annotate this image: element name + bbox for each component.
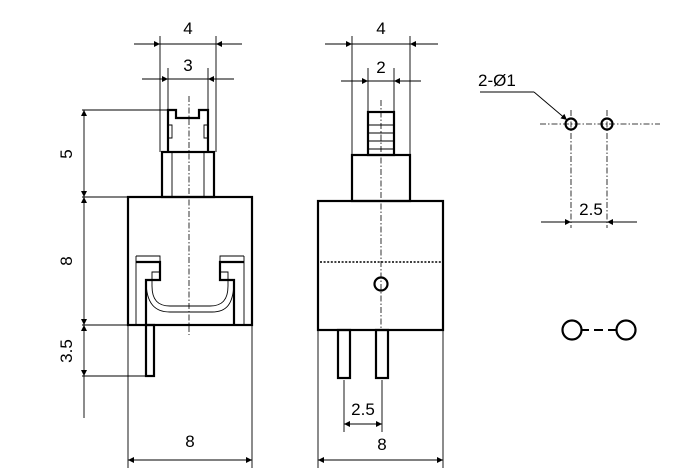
front-view: 4 2 2.5 8 [316,19,445,468]
switch-symbol-contact-left [561,319,583,341]
pcb-hole-callout: 2-Ø1 [478,71,516,90]
side-dim-width-top-outer: 4 [183,19,192,38]
side-dim-height-stem: 5 [57,149,76,158]
pcb-hole-right [600,117,614,131]
front-dim-width-top-outer: 4 [376,19,385,38]
pcb-hole-layout: 2-Ø1 2.5 [478,71,660,341]
side-dim-height-body: 8 [57,256,76,265]
front-dim-pin-pitch: 2.5 [351,400,375,419]
side-view: 4 3 5 8 3.5 8 [57,19,254,468]
pcb-dim-hole-pitch: 2.5 [579,200,603,219]
side-dim-width-top-inner: 3 [183,56,192,75]
switch-symbol-contact-right [615,319,637,341]
side-dim-width-body: 8 [185,432,194,451]
front-dim-width-body: 8 [377,435,386,454]
side-dim-height-pin: 3.5 [57,339,76,363]
front-dim-width-top-inner: 2 [376,58,385,77]
pcb-hole-left [564,117,578,131]
